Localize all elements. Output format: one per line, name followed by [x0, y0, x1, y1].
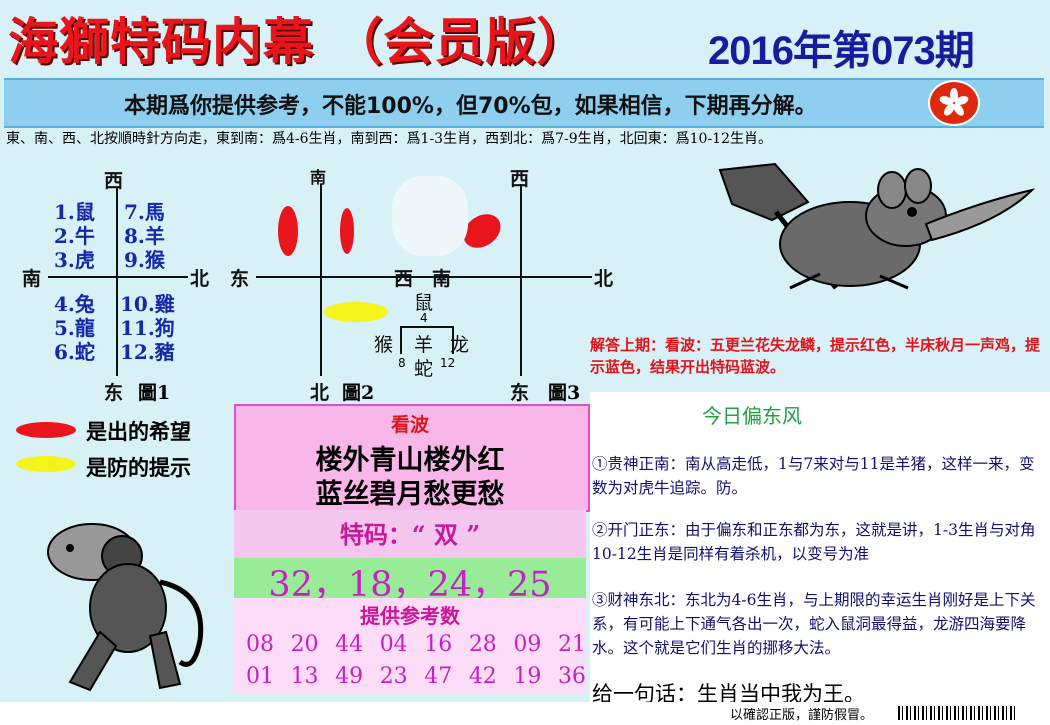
- zodiac-item: 1.鼠: [54, 200, 95, 224]
- ref-number: 49: [335, 664, 364, 689]
- ref-number: 47: [424, 664, 453, 689]
- bottom-strip: [0, 702, 1050, 725]
- page-title: 海獅特码内幕 （会员版）: [8, 12, 588, 71]
- zodiac-item: 7.馬: [124, 200, 165, 224]
- ref-number: 19: [513, 664, 542, 689]
- look-label: 看波: [390, 414, 429, 436]
- look-box: [234, 404, 590, 512]
- yellow-warn-mark: [324, 302, 388, 322]
- zodiac-item: 9.猴: [124, 248, 165, 272]
- yellow-legend-swatch: [16, 456, 76, 472]
- red-legend-label: 是出的希望: [86, 420, 191, 444]
- compass-left: 猴: [374, 334, 394, 356]
- issue-number: 2016年第073期: [708, 29, 975, 73]
- monkey-illustration: [30, 512, 210, 700]
- compass-top: 鼠: [414, 292, 434, 314]
- red-legend-swatch: [16, 422, 76, 438]
- ref-number: 23: [379, 664, 408, 689]
- wind-direction: 今日偏东风: [702, 404, 802, 428]
- fig2-east: 东: [230, 268, 250, 290]
- fig3-label: 圖3: [548, 382, 581, 404]
- fig2-west: 西: [394, 268, 414, 290]
- fig1-east: 东: [104, 382, 124, 404]
- zodiac-item: 10.雞: [120, 292, 175, 316]
- fig1-label: 圖1: [138, 382, 171, 404]
- blur-patch: [392, 176, 468, 256]
- poem-line-1: 楼外青山楼外红: [315, 445, 505, 476]
- banner-strip: [4, 78, 1044, 128]
- fig2-label: 圖2: [342, 382, 375, 404]
- fig1-west: 西: [104, 170, 124, 192]
- numbers-row: [234, 558, 586, 598]
- zodiac-item: 2.牛: [54, 224, 95, 248]
- last-issue-answer: 解答上期：看波：五更兰花失龙鳞，提示红色，半床秋月一声鸡，提示蓝色，结果开出特码…: [590, 336, 1041, 376]
- zodiac-item: 12.豬: [120, 340, 175, 364]
- reference-row-1: 08 20 44 04 16 28 09 21: [246, 632, 586, 657]
- compass-bottom: 蛇: [414, 358, 434, 380]
- fig1-south: 南: [22, 268, 42, 290]
- ref-number: 21: [557, 632, 586, 657]
- fig3-west: 西: [510, 168, 530, 190]
- ref-number: 36: [557, 664, 586, 689]
- ref-number: 42: [468, 664, 497, 689]
- zodiac-item: 3.虎: [54, 248, 95, 272]
- ref-number: 08: [246, 632, 274, 657]
- paragraph-3: ③财神东北：东北为4-6生肖，与上期限的幸运生肖刚好是上下关系，有可能上下通气各…: [592, 591, 1036, 657]
- compass-num-left: 8: [398, 356, 406, 370]
- zodiac-item: 8.羊: [124, 224, 165, 248]
- compass-num-top: 4: [420, 311, 428, 325]
- paragraph-1: ①贵神正南：南从高走低，1与7来对与11是羊猪，这样一来，变数为对虎牛追踪。防。: [592, 455, 1035, 497]
- zodiac-item: 11.狗: [120, 316, 175, 340]
- fig3-east: 东: [510, 382, 530, 404]
- ref-number: 44: [335, 632, 364, 657]
- compass-middle: 羊: [414, 334, 434, 356]
- zodiac-item: 6.蛇: [54, 340, 95, 364]
- fig1-north: 北: [190, 268, 210, 290]
- right-panel: [590, 392, 1050, 702]
- reference-box: [234, 598, 586, 694]
- fig3-north: 北: [594, 268, 614, 290]
- yellow-legend-label: 是防的提示: [86, 456, 191, 480]
- barcode-icon: [898, 706, 1018, 720]
- reference-label: 提供参考数: [360, 604, 460, 628]
- bauhinia-icon: [928, 80, 980, 126]
- poem-line-2: 蓝丝碧月愁更愁: [315, 479, 505, 510]
- special-row: [234, 510, 586, 558]
- ref-number: 28: [468, 632, 497, 657]
- mouse-illustration: [680, 162, 1040, 290]
- zodiac-item: 4.兔: [54, 292, 95, 316]
- ref-number: 04: [379, 632, 408, 657]
- reference-row-2: 01 13 49 23 47 42 19 36: [246, 664, 586, 689]
- fig2-south: 南: [310, 168, 327, 187]
- ref-number: 09: [513, 632, 542, 657]
- directions-text: 東、南、西、北按順時針方向走，東到南：爲4-6生肖，南到西：爲1-3生肖，西到北…: [6, 131, 772, 147]
- fig2-north: 北: [310, 382, 330, 404]
- fig3-south: 南: [432, 268, 452, 290]
- compass-right: 龙: [450, 334, 470, 356]
- ref-number: 20: [290, 632, 319, 657]
- zodiac-item: 5.龍: [54, 316, 95, 340]
- ref-number: 01: [246, 664, 274, 689]
- compass-num-right: 12: [440, 356, 456, 370]
- footer-note: 以確認正版，謹防假冒。: [730, 708, 874, 723]
- ref-number: 13: [290, 664, 319, 689]
- red-hope-mark: [340, 208, 354, 254]
- ref-number: 16: [424, 632, 453, 657]
- special-code: 特码：“ 双 ”: [339, 520, 481, 549]
- red-hope-mark: [278, 206, 298, 256]
- paragraph-2: ②开门正东：由于偏东和正东都为东，这就是讲，1-3生肖与对角10-12生肖是同样…: [592, 521, 1036, 563]
- banner-text: 本期爲你提供参考，不能100%，但70%包，如果相信，下期再分解。: [124, 94, 817, 119]
